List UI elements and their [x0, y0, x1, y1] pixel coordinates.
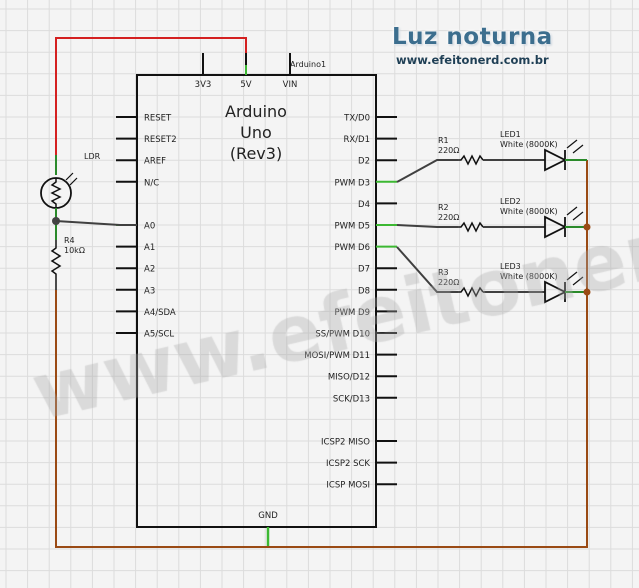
- resistor-r3: [458, 286, 484, 298]
- right-pin-label: ICSP MOSI: [326, 481, 370, 491]
- signal-wire: [396, 159, 458, 183]
- right-pin-label: SCK/D13: [333, 394, 370, 404]
- light-arrow-icon: [566, 206, 578, 216]
- left-pin-label: A0: [144, 222, 155, 232]
- resistor-name: R1: [438, 136, 449, 145]
- led-name: LED3: [500, 262, 521, 271]
- arduino-name: Arduino1: [290, 60, 326, 69]
- left-pin-label: A3: [144, 286, 155, 296]
- right-pin-label: RX/D1: [343, 135, 370, 145]
- light-arrow-icon: [572, 211, 584, 221]
- left-pin-label: A1: [144, 243, 155, 253]
- page-title: Luz noturna: [392, 24, 553, 50]
- arduino-title: Arduino: [225, 102, 287, 121]
- arduino-title: Uno: [240, 123, 272, 142]
- r4-resistor: [50, 240, 62, 290]
- left-pin-label: RESET2: [144, 135, 177, 145]
- r4-value: 10kΩ: [64, 246, 85, 255]
- top-pin-label: 3V3: [195, 80, 212, 90]
- led-2-icon: [544, 215, 568, 239]
- left-pin-label: AREF: [144, 157, 166, 167]
- light-arrow-icon: [566, 271, 578, 281]
- right-pin-label: PWM D9: [334, 308, 370, 318]
- arduino-title: (Rev3): [230, 144, 282, 163]
- top-pin-label: VIN: [283, 80, 298, 90]
- right-pin-label: ICSP2 SCK: [326, 459, 370, 469]
- right-pin-label: MOSI/PWM D11: [304, 351, 370, 361]
- light-arrow-icon: [572, 144, 584, 154]
- led-desc: White (8000K): [500, 272, 558, 281]
- top-pin-label: 5V: [240, 80, 251, 90]
- light-arrow-icon: [566, 139, 578, 149]
- right-pin-label: PWM D3: [334, 178, 370, 188]
- left-pin-label: N/C: [144, 178, 159, 188]
- left-pin-label: A2: [144, 265, 155, 275]
- right-pin-label: D7: [358, 265, 370, 275]
- right-pin-label: ICSP2 MISO: [321, 438, 370, 448]
- right-pin-label: MISO/D12: [328, 373, 370, 383]
- led-name: LED1: [500, 130, 521, 139]
- resistor-value: 220Ω: [438, 146, 459, 155]
- resistor-r2: [458, 221, 484, 233]
- left-pin-label: A4/SDA: [144, 308, 176, 318]
- vcc-wire: [55, 37, 247, 165]
- resistor-value: 220Ω: [438, 213, 459, 222]
- led-3-icon: [544, 280, 568, 304]
- right-pin-label: SS/PWM D10: [315, 330, 370, 340]
- right-pin-label: TX/D0: [343, 114, 370, 124]
- resistor-value: 220Ω: [438, 278, 459, 287]
- resistor-name: R2: [438, 203, 449, 212]
- light-arrow-icon: [65, 172, 74, 181]
- r4-name: R4: [64, 236, 75, 245]
- left-pin-label: RESET: [144, 114, 172, 124]
- right-pin-label: D8: [358, 286, 370, 296]
- right-pin-label: PWM D5: [334, 222, 370, 232]
- right-pin-label: D4: [358, 200, 370, 210]
- led-desc: White (8000K): [500, 140, 558, 149]
- gnd-pin-label: GND: [258, 511, 278, 521]
- a0-wire: [55, 220, 137, 226]
- junction: [583, 223, 591, 231]
- right-pin-label: D2: [358, 157, 370, 167]
- led-desc: White (8000K): [500, 207, 558, 216]
- resistor-name: R3: [438, 268, 449, 277]
- light-arrow-icon: [572, 276, 584, 286]
- site-url: www.efeitonerd.com.br: [396, 53, 549, 67]
- led-name: LED2: [500, 197, 521, 206]
- junction: [583, 288, 591, 296]
- left-pin-label: A5/SCL: [144, 330, 174, 340]
- right-pin-label: PWM D6: [334, 243, 370, 253]
- ldr-label: LDR: [84, 152, 101, 161]
